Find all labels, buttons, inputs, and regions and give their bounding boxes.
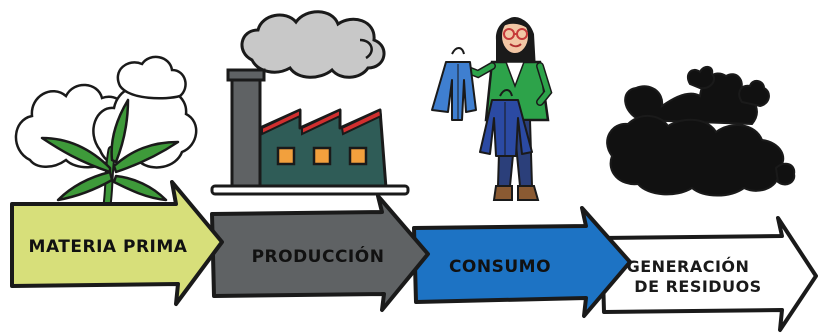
stage-label-residuos-line2: DE RESIDUOS — [634, 277, 761, 296]
stage-arrow-produccion: PRODUCCIÓN — [210, 194, 430, 312]
smoke-cloud — [240, 10, 386, 79]
factory-window — [312, 146, 332, 166]
person-holding-jackets-icon — [431, 17, 553, 201]
factory-icon — [210, 10, 410, 196]
stage-arrow-materia-prima: MATERIA PRIMA — [10, 180, 224, 306]
factory-window — [348, 146, 368, 166]
factory-window — [276, 146, 296, 166]
stage-label-consumo: CONSUMO — [449, 257, 551, 277]
stage-arrow-consumo: CONSUMO — [412, 206, 632, 318]
stage-label-produccion: PRODUCCIÓN — [252, 245, 385, 267]
garbage-bags-icon — [606, 66, 796, 197]
stage-label-materia-prima: MATERIA PRIMA — [29, 237, 188, 257]
light-jacket — [431, 61, 477, 121]
cotton-plant-icon — [14, 55, 198, 217]
stage-label-residuos-line1: GENERACIÓN — [627, 257, 750, 276]
stage-arrow-residuos: GENERACIÓN DE RESIDUOS — [600, 216, 818, 332]
dark-jacket — [479, 99, 533, 157]
